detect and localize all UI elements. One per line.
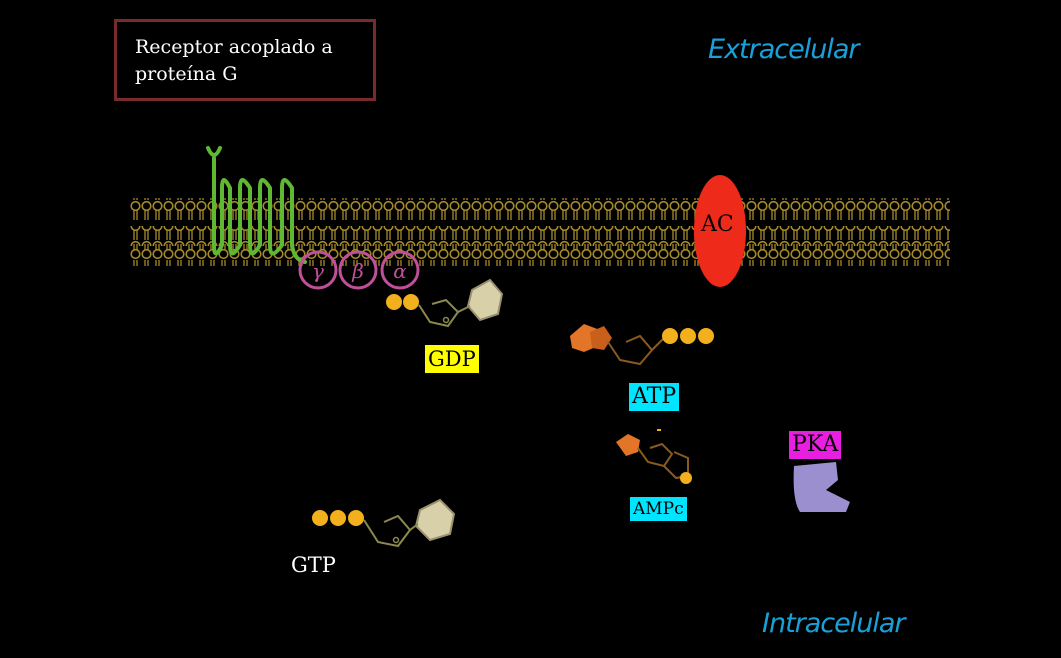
g-protein: γ β α [298, 250, 420, 290]
ac-label: AC [701, 212, 734, 237]
intracellular-label: Intracelular [762, 608, 906, 639]
adenylyl-cyclase [694, 175, 746, 287]
g-alpha-symbol: α [393, 259, 407, 283]
g-alpha-subunit [380, 250, 420, 290]
extracellular-label: Extracelular [708, 34, 859, 65]
pka-label: PKA [789, 431, 842, 459]
g-beta-symbol: β [351, 259, 364, 283]
gtp-label: GTP [291, 553, 336, 577]
title-line-1: Receptor acoplado a [135, 36, 333, 58]
atp-label: ATP [629, 383, 680, 411]
title-line-2: proteína G [135, 63, 238, 85]
gtp-molecule [312, 498, 456, 548]
atp-molecule [570, 324, 714, 366]
gdp-label: GDP [425, 345, 479, 373]
g-beta-subunit [338, 250, 378, 290]
g-gamma-subunit [298, 250, 338, 290]
cell-membrane [130, 198, 950, 266]
camp-molecule [616, 429, 692, 484]
gdp-molecule [386, 278, 504, 328]
g-gamma-symbol: γ [312, 259, 324, 283]
title-box: Receptor acoplado a proteína G [114, 19, 376, 101]
pka-enzyme [793, 462, 850, 512]
camp-label: AMPc [630, 497, 687, 521]
gpcr-receptor [206, 146, 307, 264]
